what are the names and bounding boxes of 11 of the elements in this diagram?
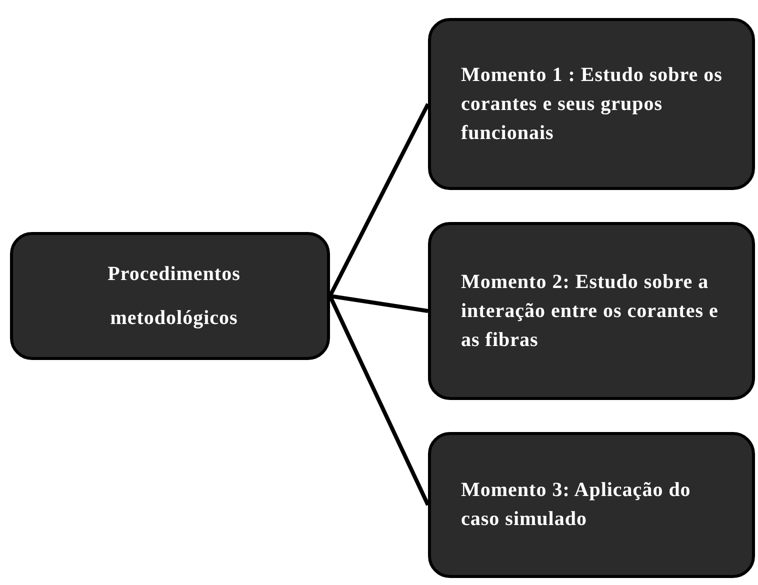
connector-line <box>328 103 430 297</box>
process-box <box>428 432 755 578</box>
box-text: Momento 1 : Estudo sobre os corantes e seus grupos funcionais <box>461 62 724 146</box>
connector-line <box>328 295 430 506</box>
process-box <box>10 232 330 360</box>
process-box <box>428 222 755 400</box>
box-text: Momento 2: Estudo sobre a interação entre os corantes e as fibras <box>461 270 720 352</box>
box-text: Procedimentos metodológicos <box>106 262 242 331</box>
box-text: Momento 3: Aplicação do caso simulado <box>461 478 692 532</box>
process-box <box>428 18 755 190</box>
connector-line <box>330 294 428 313</box>
